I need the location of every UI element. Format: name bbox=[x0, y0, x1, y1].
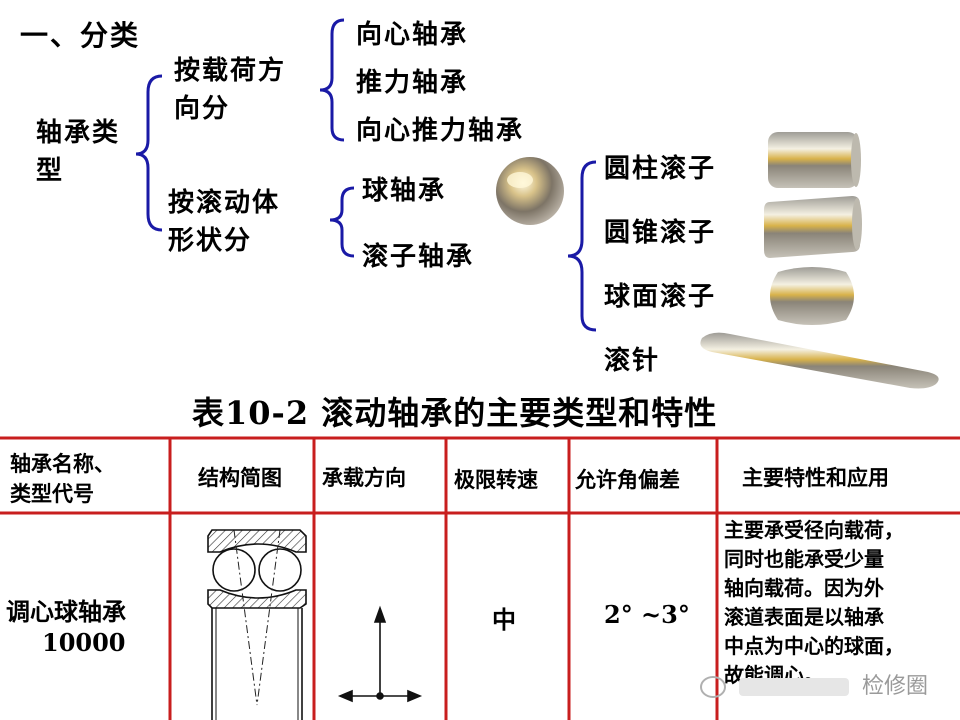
load-type-thrust: 推力轴承 bbox=[356, 68, 469, 98]
features-line: 轴向载荷。因为外 bbox=[724, 576, 884, 600]
shape-type-ball: 球轴承 bbox=[362, 176, 447, 206]
by-shape-label-line2: 形状分 bbox=[168, 226, 253, 256]
chat-icon bbox=[700, 676, 726, 698]
watermark-mask bbox=[739, 678, 849, 696]
cylindrical-roller-image bbox=[768, 132, 861, 188]
features-line: 滚道表面是以轴承 bbox=[724, 605, 884, 629]
needle-roller-image bbox=[700, 332, 939, 389]
roller-type-needle: 滚针 bbox=[604, 346, 661, 376]
header-features: 主要特性和应用 bbox=[742, 465, 889, 490]
tapered-roller-image bbox=[764, 196, 862, 258]
header-name-line2: 类型代号 bbox=[10, 481, 94, 506]
features-line: 同时也能承受少量 bbox=[724, 547, 884, 571]
roller-type-cylindrical: 圆柱滚子 bbox=[604, 154, 717, 184]
section-title: 一、分类 bbox=[20, 19, 141, 52]
header-angle: 允许角偏差 bbox=[575, 467, 680, 492]
by-load-label-line2: 向分 bbox=[174, 94, 231, 124]
header-load-direction: 承载方向 bbox=[322, 465, 406, 490]
angle-value: 2° ~3° bbox=[604, 600, 690, 629]
ball-image bbox=[496, 157, 564, 225]
watermark-text: 检修圈 bbox=[862, 674, 929, 699]
speed-value: 中 bbox=[492, 605, 516, 634]
watermark: 检修圈 bbox=[700, 668, 928, 700]
header-speed-limit: 极限转速 bbox=[454, 467, 538, 492]
brace-load bbox=[319, 18, 345, 142]
features-line: 中点为中心的球面， bbox=[724, 634, 904, 658]
roller-type-spherical: 球面滚子 bbox=[604, 282, 717, 312]
roller-type-tapered: 圆锥滚子 bbox=[604, 218, 717, 248]
brace-shape bbox=[329, 186, 355, 258]
table-title: 表10-2 滚动轴承的主要类型和特性 bbox=[192, 394, 718, 432]
features-line: 主要承受径向载荷， bbox=[724, 518, 904, 542]
load-type-angular: 向心推力轴承 bbox=[356, 116, 525, 146]
by-load-label-line1: 按载荷方 bbox=[174, 56, 287, 86]
by-shape-label-line1: 按滚动体 bbox=[168, 188, 281, 218]
load-type-radial: 向心轴承 bbox=[356, 20, 469, 50]
bearing-name: 调心球轴承 bbox=[6, 597, 126, 626]
brace-roller bbox=[567, 160, 597, 332]
tree-root-line1: 轴承类 bbox=[36, 118, 121, 148]
shape-type-roller: 滚子轴承 bbox=[362, 242, 475, 272]
tree-root-line2: 型 bbox=[36, 156, 65, 186]
spherical-roller-image bbox=[770, 267, 854, 325]
header-name-line1: 轴承名称、 bbox=[10, 451, 115, 476]
header-diagram: 结构简图 bbox=[198, 465, 282, 490]
bearing-code: 10000 bbox=[42, 628, 126, 657]
brace-root bbox=[135, 74, 163, 232]
